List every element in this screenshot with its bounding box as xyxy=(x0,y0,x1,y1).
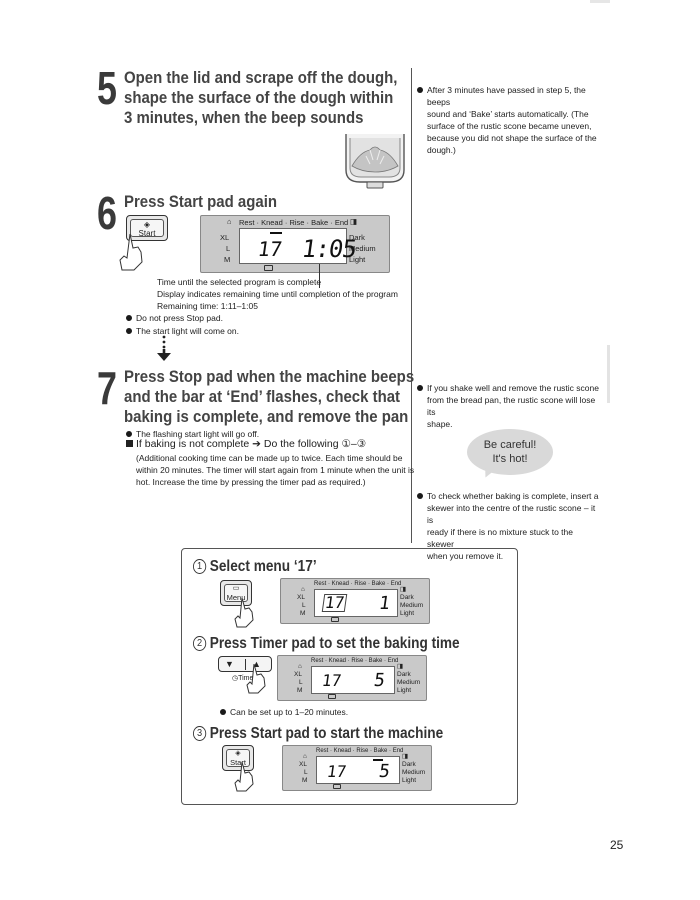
pressing-hand-icon xyxy=(234,762,254,792)
size-m-label: M xyxy=(224,255,231,264)
end-bar xyxy=(373,759,383,761)
additional-baking-box xyxy=(181,548,518,805)
step-7-title-line-2: and the bar at ‘End’ flashes, check that xyxy=(124,387,401,406)
step-5-number: 5 xyxy=(97,62,117,114)
book-icon xyxy=(328,694,336,699)
display-sub-3: Rest · Knead · Rise · Bake · End ⌂ XL L … xyxy=(282,745,432,791)
size-l-label: L xyxy=(226,244,231,253)
step-7-bullet-1: The flashing start light will go off. xyxy=(126,428,259,440)
program-number: 17 xyxy=(321,593,348,612)
crust-light-label: Light xyxy=(349,255,366,264)
step-7-right-note-2: To check whether baking is complete, ins… xyxy=(417,490,602,562)
display-sub-2: Rest · Knead · Rise · Bake · End ⌂ XL L … xyxy=(277,655,427,701)
circled-number-2: 2 xyxy=(193,636,207,651)
book-icon: ▭ xyxy=(232,585,240,592)
time-value: 5 xyxy=(372,670,387,691)
book-icon xyxy=(264,265,273,271)
step-5-note-line-4: because you did not shape the surface of… xyxy=(427,133,597,143)
menu-pad-label: Menu xyxy=(226,593,246,602)
step-7-right-note-1: If you shake well and remove the rustic … xyxy=(417,382,602,430)
step-5-note-line-3: surface of the rustic scone became uneve… xyxy=(427,121,592,131)
menu-pad[interactable]: ▭ Menu xyxy=(220,580,252,606)
time-value: 1 xyxy=(377,593,392,614)
pressing-hand-icon xyxy=(246,664,266,694)
step-7-title-line-3: baking is complete, and remove the pan xyxy=(124,407,409,426)
step-7-paren-line-1: (Additional cooking time can be made up … xyxy=(136,453,403,463)
step-6-title: Press Start pad again xyxy=(124,192,277,211)
step-7-number: 7 xyxy=(97,362,117,414)
step-6-caption: Time until the selected program is compl… xyxy=(157,276,398,312)
step-7-paren-line-2: within 20 minutes. The timer will start … xyxy=(136,465,415,475)
step-6-caption-line-2: Display indicates remaining time until c… xyxy=(157,289,398,299)
step-5-note: After 3 minutes have passed in step 5, t… xyxy=(417,84,602,156)
display-stage-labels: Rest · Knead · Rise · Bake · End xyxy=(239,218,349,227)
program-number: 17 xyxy=(256,237,284,261)
step-7-paren-line-3: hot. Increase the time by pressing the t… xyxy=(136,477,366,487)
step-5-note-line-2: sound and ‘Bake’ starts automatically. (… xyxy=(427,109,589,119)
start-pad-label: Start xyxy=(138,229,156,238)
callout-line xyxy=(319,264,320,288)
clock-icon: ◷ xyxy=(232,675,239,682)
column-divider xyxy=(411,68,412,543)
timer-up-button[interactable]: ▲ xyxy=(252,659,261,669)
step-5-note-line-5: dough.) xyxy=(427,145,456,155)
step-5-title-line-2: shape the surface of the dough within xyxy=(124,88,394,107)
size-xl-label: XL xyxy=(220,233,230,242)
start-pad[interactable]: ◈ Start xyxy=(126,215,168,241)
start-pad-sub-3[interactable]: ◈ Start xyxy=(222,745,254,771)
time-value: 5 xyxy=(377,761,392,782)
pressing-hand-icon xyxy=(234,598,254,628)
step-6-caption-line-1: Time until the selected program is compl… xyxy=(157,277,322,287)
circled-number-1: 1 xyxy=(193,559,207,574)
corner-mark xyxy=(590,0,610,3)
book-icon xyxy=(333,784,341,789)
book-icon xyxy=(331,617,339,622)
step-5-title-line-1: Open the lid and scrape off the dough, xyxy=(124,68,398,87)
page-number: 25 xyxy=(610,838,624,852)
step-5-title-line-3: 3 minutes, when the beep sounds xyxy=(124,108,364,127)
timer-down-button[interactable]: ▼ xyxy=(225,659,234,669)
caution-line-2: It's hot! xyxy=(492,453,528,465)
caution-line-1: Be careful! xyxy=(483,439,537,451)
step-7-title-line-1: Press Stop pad when the machine beeps xyxy=(124,367,415,386)
crust-dark-label: Dark xyxy=(349,233,365,242)
circled-number-3: 3 xyxy=(193,726,207,741)
step-5-title: Open the lid and scrape off the dough, s… xyxy=(124,68,435,128)
crust-icon: ◨ xyxy=(350,217,358,226)
start-light-icon: ◈ xyxy=(235,750,241,757)
step-6-bullets: Do not press Stop pad. The start light w… xyxy=(126,312,239,337)
crust-medium-label: Medium xyxy=(349,244,376,253)
program-number: 17 xyxy=(320,671,343,690)
display-screen: 17 1:05 xyxy=(239,228,358,264)
step-6-number: 6 xyxy=(97,187,117,239)
start-pad-label: Start xyxy=(230,758,246,767)
pressing-hand-icon xyxy=(119,233,143,271)
timer-label: ◷Timer xyxy=(232,675,256,682)
timer-pad[interactable]: ▼ ▲ xyxy=(218,656,272,672)
display-step-6: Rest · Knead · Rise · Bake · End ⌂ XL L … xyxy=(200,215,390,273)
arrow-down-icon xyxy=(157,335,171,361)
step-7-paren-note: (Additional cooking time can be made up … xyxy=(136,452,414,488)
step-5-note-line-1: After 3 minutes have passed in step 5, t… xyxy=(417,84,602,108)
step-6-bullet-2: The start light will come on. xyxy=(126,325,239,337)
step-6-bullet-1: Do not press Stop pad. xyxy=(126,312,239,324)
step-6-caption-line-3: Remaining time: 1:11–1:05 xyxy=(157,301,258,311)
bread-pan-illustration xyxy=(345,134,405,189)
loaf-size-icon: ⌂ xyxy=(227,217,232,226)
if-not-complete: If baking is not complete ➔ Do the follo… xyxy=(126,438,366,451)
sub-step-2-note: Can be set up to 1–20 minutes. xyxy=(220,706,348,718)
display-sub-1: Rest · Knead · Rise · Bake · End ⌂ XL L … xyxy=(280,578,430,624)
step-7-title: Press Stop pad when the machine beeps an… xyxy=(124,367,454,427)
caution-bubble: Be careful! It's hot! xyxy=(467,429,553,475)
square-bullet-icon xyxy=(126,440,133,447)
start-light-icon: ◈ xyxy=(143,220,151,229)
program-number: 17 xyxy=(325,762,348,781)
edge-mark xyxy=(607,345,610,403)
